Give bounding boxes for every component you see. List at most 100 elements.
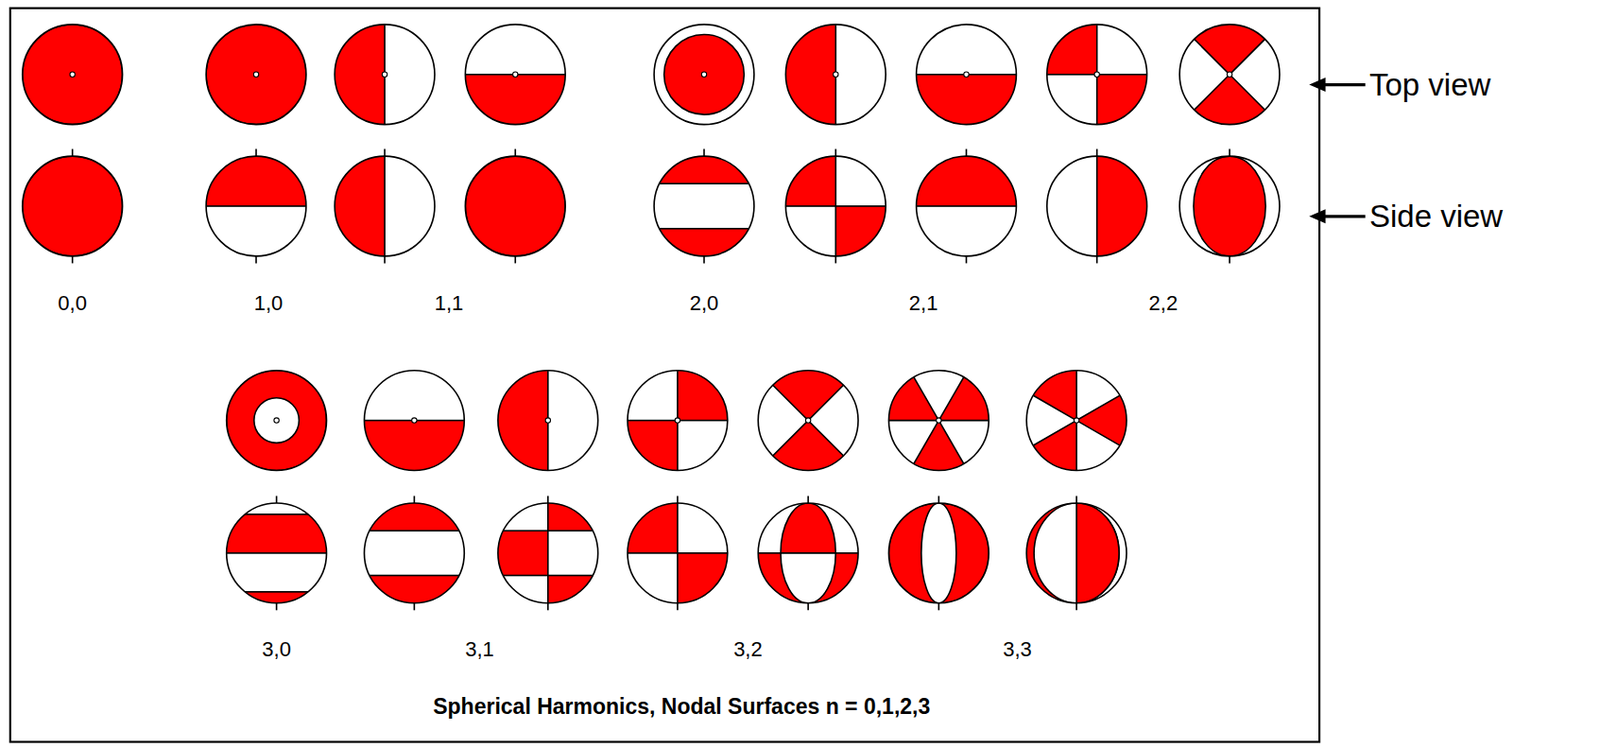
index-label: 1,1 bbox=[434, 291, 465, 314]
sphere-ground bbox=[1026, 502, 1127, 603]
sphere-outline bbox=[627, 370, 728, 471]
pointer-arrow-line bbox=[1322, 83, 1365, 87]
harmonic-sphere bbox=[22, 149, 123, 264]
pole-dot bbox=[1226, 71, 1232, 77]
pole-dot bbox=[674, 417, 680, 423]
sphere-outline bbox=[888, 502, 989, 603]
sphere-outline bbox=[206, 24, 307, 125]
axis-tick bbox=[1228, 256, 1231, 264]
axis-tick bbox=[275, 602, 278, 611]
harmonic-sphere bbox=[906, 24, 1027, 135]
nodal-region bbox=[775, 14, 836, 135]
sphere-outline bbox=[464, 155, 566, 257]
harmonic-sphere bbox=[487, 360, 598, 481]
nodal-region bbox=[775, 146, 836, 207]
nodal-region bbox=[22, 155, 123, 257]
harmonic-sphere bbox=[196, 146, 317, 264]
nodal-region bbox=[548, 575, 608, 616]
nodal-region bbox=[206, 24, 307, 125]
nodal-region bbox=[888, 502, 989, 603]
view-label: Side view bbox=[1369, 199, 1503, 234]
nodal-region bbox=[1076, 387, 1142, 453]
nodal-region bbox=[748, 552, 869, 613]
axis-tick bbox=[413, 495, 416, 503]
pole-dot bbox=[69, 71, 75, 77]
pole-dot bbox=[1073, 417, 1079, 423]
sphere-outline bbox=[498, 502, 599, 603]
sphere-ground bbox=[888, 502, 989, 603]
pole-dot bbox=[833, 71, 839, 77]
nodal-region bbox=[677, 552, 738, 613]
pole-dot bbox=[381, 71, 387, 77]
harmonic-sphere bbox=[617, 492, 738, 613]
sphere-outline bbox=[888, 370, 989, 471]
sphere-outline bbox=[206, 155, 307, 257]
axis-tick bbox=[514, 256, 517, 264]
nodal-region bbox=[938, 363, 1004, 421]
sphere-outline bbox=[916, 24, 1017, 125]
nodal-region bbox=[762, 355, 855, 421]
pole-dot bbox=[805, 417, 810, 423]
sphere-outline bbox=[334, 24, 435, 125]
sphere-ground bbox=[226, 370, 327, 471]
nodal-region bbox=[254, 397, 300, 444]
axis-tick bbox=[1075, 602, 1078, 611]
nodal-region bbox=[664, 34, 745, 115]
harmonic-sphere bbox=[455, 24, 576, 135]
index-label: 2,2 bbox=[1149, 291, 1179, 314]
nodal-region bbox=[22, 24, 123, 125]
sphere-ground bbox=[464, 155, 566, 257]
nodal-region bbox=[921, 502, 957, 603]
index-label: 0,0 bbox=[57, 291, 87, 314]
index-label: 3,3 bbox=[1002, 637, 1033, 661]
nodal-region bbox=[464, 155, 566, 257]
sphere-ground bbox=[653, 24, 755, 125]
pole-dot bbox=[545, 417, 551, 423]
sphere-outline bbox=[1047, 155, 1148, 257]
nodal-region bbox=[548, 492, 608, 531]
harmonic-sphere bbox=[653, 24, 755, 125]
axis-tick bbox=[255, 149, 258, 157]
nodal-region bbox=[1097, 146, 1157, 267]
nodal-region bbox=[780, 552, 836, 603]
nodal-region bbox=[906, 420, 972, 486]
sphere-outline bbox=[1179, 155, 1280, 257]
axis-tick bbox=[255, 256, 258, 264]
harmonic-sphere bbox=[325, 14, 435, 135]
nodal-region bbox=[196, 146, 317, 207]
index-label: 3,0 bbox=[261, 637, 292, 661]
pole-dot bbox=[274, 417, 279, 423]
sphere-ground bbox=[206, 24, 307, 125]
sphere-outline bbox=[1047, 24, 1148, 125]
nodal-region bbox=[325, 14, 385, 135]
sphere-ground bbox=[22, 24, 123, 125]
axis-tick bbox=[703, 256, 706, 264]
harmonic-sphere bbox=[617, 360, 738, 481]
harmonic-sphere bbox=[216, 495, 337, 617]
figure-frame bbox=[10, 8, 1320, 742]
sphere-outline bbox=[627, 502, 728, 603]
harmonic-sphere bbox=[1179, 9, 1280, 139]
nodal-region bbox=[216, 591, 337, 617]
nodal-region bbox=[1193, 155, 1266, 257]
axis-tick bbox=[834, 256, 837, 264]
pole-dot bbox=[513, 71, 518, 77]
sphere-outline bbox=[22, 155, 123, 257]
harmonic-sphere bbox=[1179, 149, 1280, 264]
sphere-outline bbox=[1026, 370, 1127, 471]
nodal-region bbox=[906, 74, 1027, 135]
nodal-region bbox=[354, 420, 475, 481]
sphere-outline bbox=[363, 370, 465, 471]
axis-tick bbox=[514, 149, 517, 157]
harmonic-sphere bbox=[1047, 146, 1157, 267]
harmonic-sphere bbox=[757, 355, 859, 485]
harmonic-sphere bbox=[464, 149, 566, 264]
pole-dot bbox=[701, 71, 706, 77]
harmonic-sphere bbox=[487, 492, 608, 615]
index-label: 2,1 bbox=[909, 291, 939, 314]
index-label: 3,2 bbox=[733, 637, 763, 661]
index-label: 2,0 bbox=[689, 291, 720, 314]
nodal-region bbox=[762, 420, 855, 486]
harmonic-sphere bbox=[22, 24, 123, 125]
harmonic-sphere bbox=[1036, 14, 1157, 135]
